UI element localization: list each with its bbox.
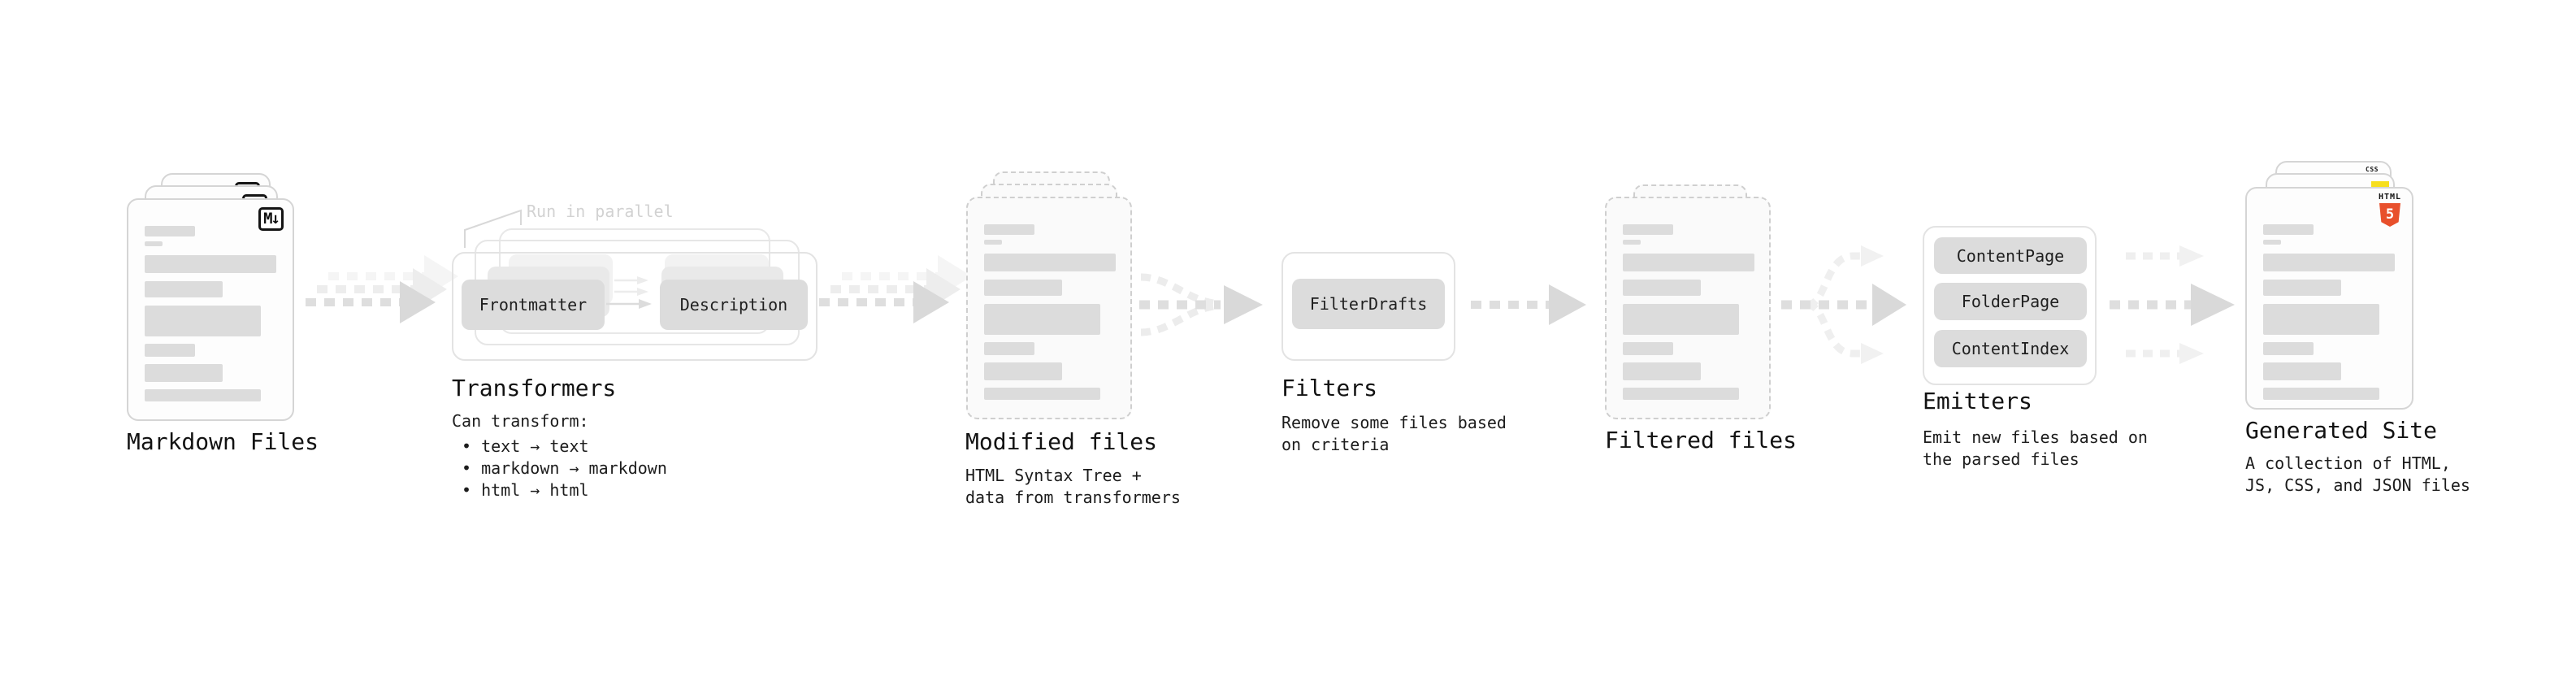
description-pill: Description [660, 280, 808, 330]
generated-site-description: A collection of HTML, JS, CSS, and JSON … [2245, 453, 2470, 495]
parallel-arrows-icon [606, 276, 652, 309]
callout-leader-line [464, 209, 522, 248]
contentpage-pill: ContentPage [1934, 237, 2087, 274]
filterdrafts-pill: FilterDrafts [1292, 279, 1445, 329]
text-placeholder-bars [145, 226, 276, 401]
markdown-icon: M↓ [258, 207, 284, 231]
transform-bullet-list: • text → text • markdown → markdown • ht… [462, 436, 667, 501]
stage-label-markdown-files: Markdown Files [127, 428, 319, 455]
text-placeholder-bars [984, 224, 1116, 400]
markdown-file-card-front: M↓ [127, 198, 294, 421]
stage-label-modified-files: Modified files [965, 428, 1158, 455]
modified-files-description: HTML Syntax Tree + data from transformer… [965, 466, 1181, 507]
run-in-parallel-note: Run in parallel [527, 202, 674, 221]
bullet-item: • text → text [462, 436, 589, 456]
text-placeholder-bars [1623, 224, 1754, 400]
contentindex-pill: ContentIndex [1934, 330, 2087, 367]
stage-label-generated-site: Generated Site [2245, 417, 2438, 444]
html5-icon: HTML 5 [2378, 193, 2402, 227]
filters-frame [1281, 252, 1455, 361]
bullet-item: • html → html [462, 480, 589, 500]
bullet-item: • markdown → markdown [462, 458, 667, 478]
can-transform-title: Can transform: [452, 411, 589, 431]
arrow-filtered-to-emitters [1781, 245, 1906, 364]
modified-file-card-front [966, 197, 1132, 419]
transformer-frame-front [452, 252, 817, 361]
stage-label-emitters: Emitters [1923, 388, 2032, 414]
emitters-frame [1923, 226, 2097, 385]
js-icon [2371, 181, 2389, 189]
filtered-file-card-front [1605, 197, 1771, 419]
arrow-markdown-to-transformers [306, 255, 458, 323]
arrow-transformers-to-modified [819, 255, 972, 323]
stage-label-filters: Filters [1281, 375, 1378, 401]
arrow-emitters-to-generated [2110, 245, 2235, 364]
emitters-description: Emit new files based on the parsed files [1923, 427, 2148, 469]
frontmatter-pill: Frontmatter [462, 280, 605, 330]
folderpage-pill: FolderPage [1934, 283, 2087, 320]
arrow-filters-to-filtered [1471, 284, 1586, 325]
text-placeholder-bars [2263, 224, 2395, 400]
stage-label-filtered-files: Filtered files [1605, 427, 1798, 453]
filters-description: Remove some files based on criteria [1281, 413, 1507, 454]
arrow-modified-to-filters [1139, 273, 1263, 336]
generated-file-card-html: HTML 5 [2245, 187, 2413, 410]
stage-label-transformers: Transformers [452, 375, 617, 401]
